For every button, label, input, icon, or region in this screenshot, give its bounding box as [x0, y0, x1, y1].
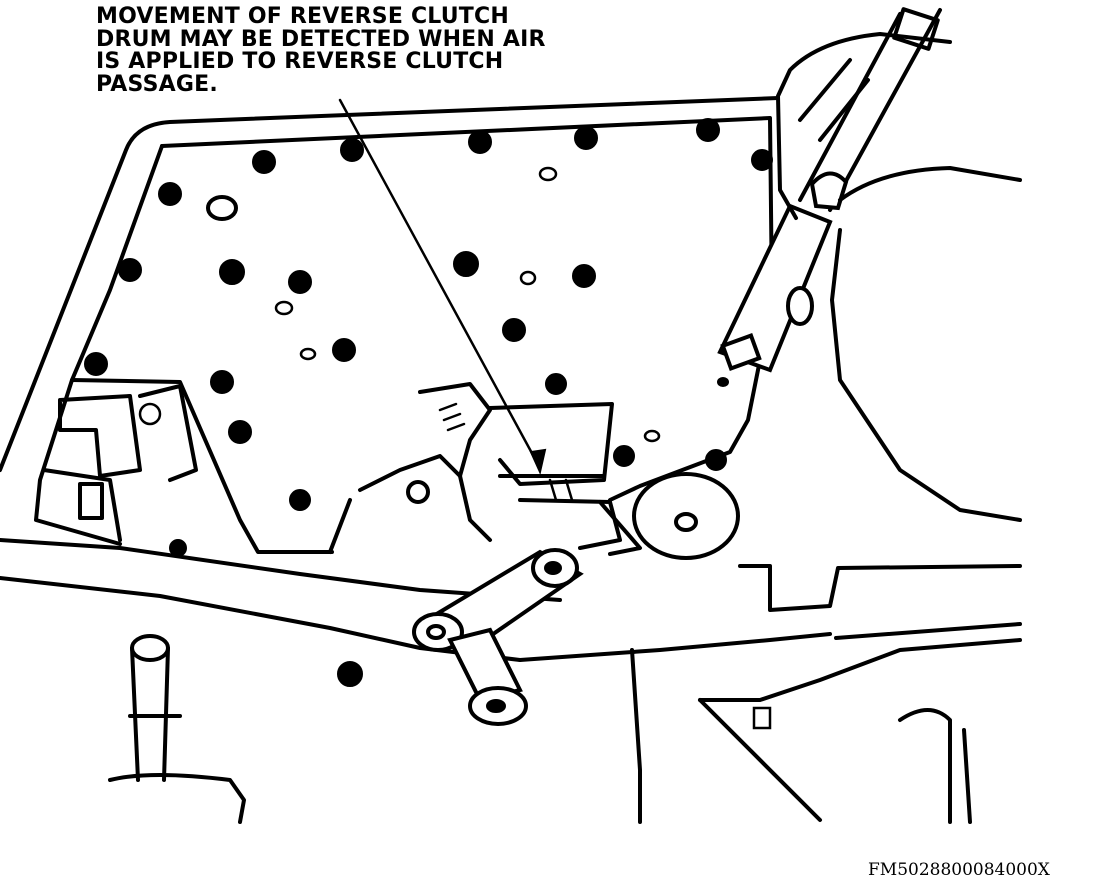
- valve-body-plate: [34, 116, 774, 556]
- case-outline: [0, 96, 1022, 662]
- air-nozzle: [717, 7, 942, 387]
- callout-line-1: MOVEMENT OF REVERSE CLUTCH: [96, 4, 509, 29]
- servo-mechanism: [42, 384, 198, 542]
- link-rod: [412, 548, 584, 726]
- callout-leader: [338, 98, 547, 476]
- bolt-heads: [84, 118, 773, 687]
- callout-line-4: PASSAGE.: [96, 71, 218, 97]
- figure-id: FM5028800084000X: [868, 860, 1050, 880]
- pulley: [632, 472, 740, 560]
- callout-line-2: DRUM MAY BE DETECTED WHEN AIR: [96, 26, 546, 52]
- detent-lever: [328, 382, 492, 554]
- clutch-drum-bracket: [488, 402, 622, 550]
- callout-text: MOVEMENT OF REVERSE CLUTCH DRUM MAY BE D…: [96, 4, 616, 97]
- callout-line-3: IS APPLIED TO REVERSE CLUTCH: [96, 49, 504, 74]
- passage-holes: [206, 166, 661, 443]
- lower-housing: [630, 638, 1022, 824]
- hand: [776, 32, 1022, 522]
- lower-shaft: [108, 634, 246, 824]
